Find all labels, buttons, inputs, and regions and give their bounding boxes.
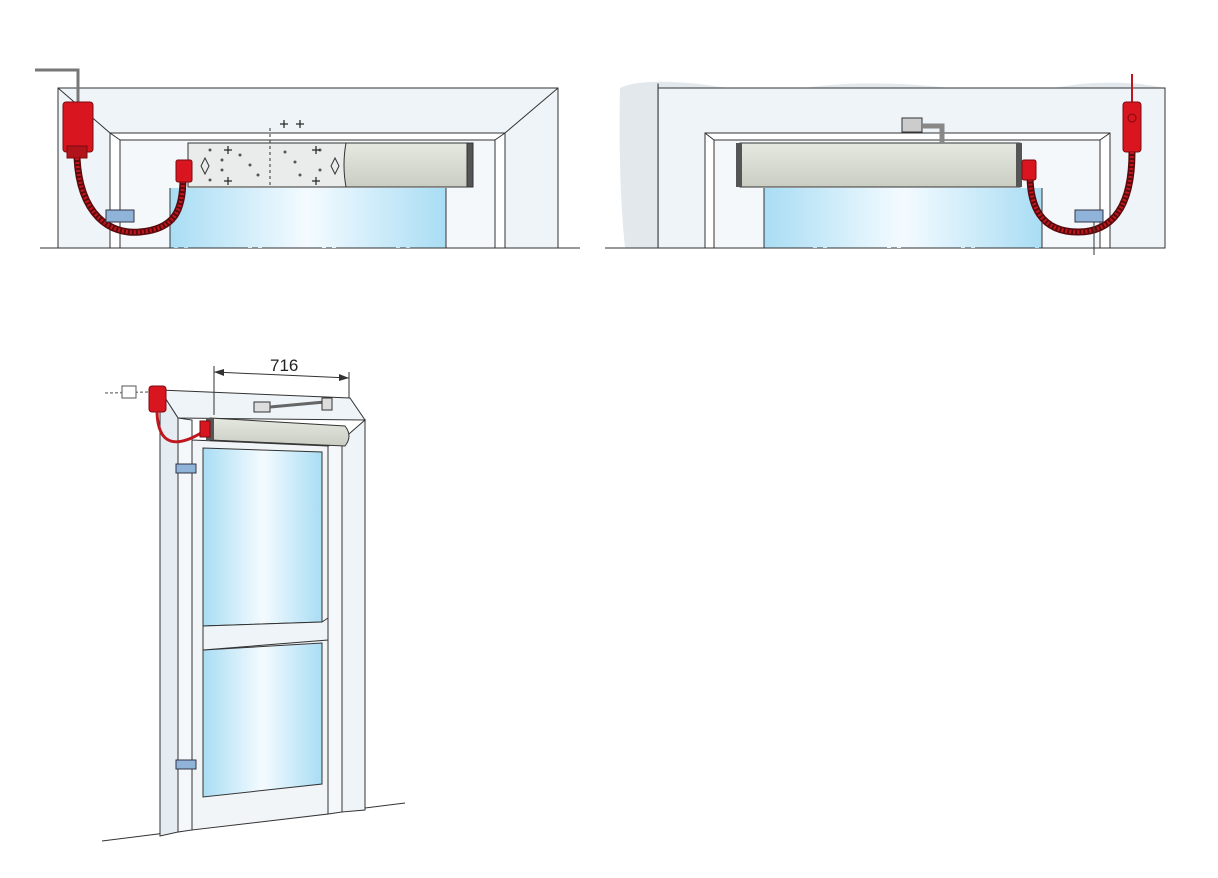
door-glass-upper xyxy=(202,447,323,627)
plate-holes xyxy=(208,148,322,182)
frame-right-jamb xyxy=(341,418,366,813)
junction-box-icon xyxy=(148,385,167,413)
door-operator-icon xyxy=(343,142,471,188)
dimension-label: 716 xyxy=(270,356,298,375)
arm-linkage-icon xyxy=(253,401,271,413)
cable-connector xyxy=(1021,159,1037,181)
door-operator-icon xyxy=(739,142,1021,188)
cable-icon xyxy=(155,411,207,444)
cable-connector xyxy=(199,420,211,438)
mounting-rod xyxy=(35,68,80,102)
top-right-view xyxy=(605,74,1166,255)
frame-left-jamb xyxy=(159,388,179,837)
hinge-icon xyxy=(175,759,197,770)
door-glass xyxy=(170,188,446,248)
mounting-plate xyxy=(187,142,347,188)
dimension-line xyxy=(213,371,350,379)
arm-linkage-icon xyxy=(901,117,923,133)
door-glass-lower xyxy=(202,642,323,798)
screw-marks xyxy=(224,120,320,185)
perspective-view: 716 xyxy=(101,356,406,842)
door-glass xyxy=(764,188,1042,248)
hinge-icon xyxy=(175,463,197,474)
door-operator-icon xyxy=(209,417,350,447)
junction-box-icon xyxy=(62,101,94,153)
junction-box-icon xyxy=(1122,101,1142,153)
door-mid-rail xyxy=(202,617,329,651)
hinge-icon xyxy=(105,209,135,223)
hinge-icon xyxy=(1074,209,1104,223)
top-left-view xyxy=(35,68,580,249)
cable-connector xyxy=(175,159,193,183)
